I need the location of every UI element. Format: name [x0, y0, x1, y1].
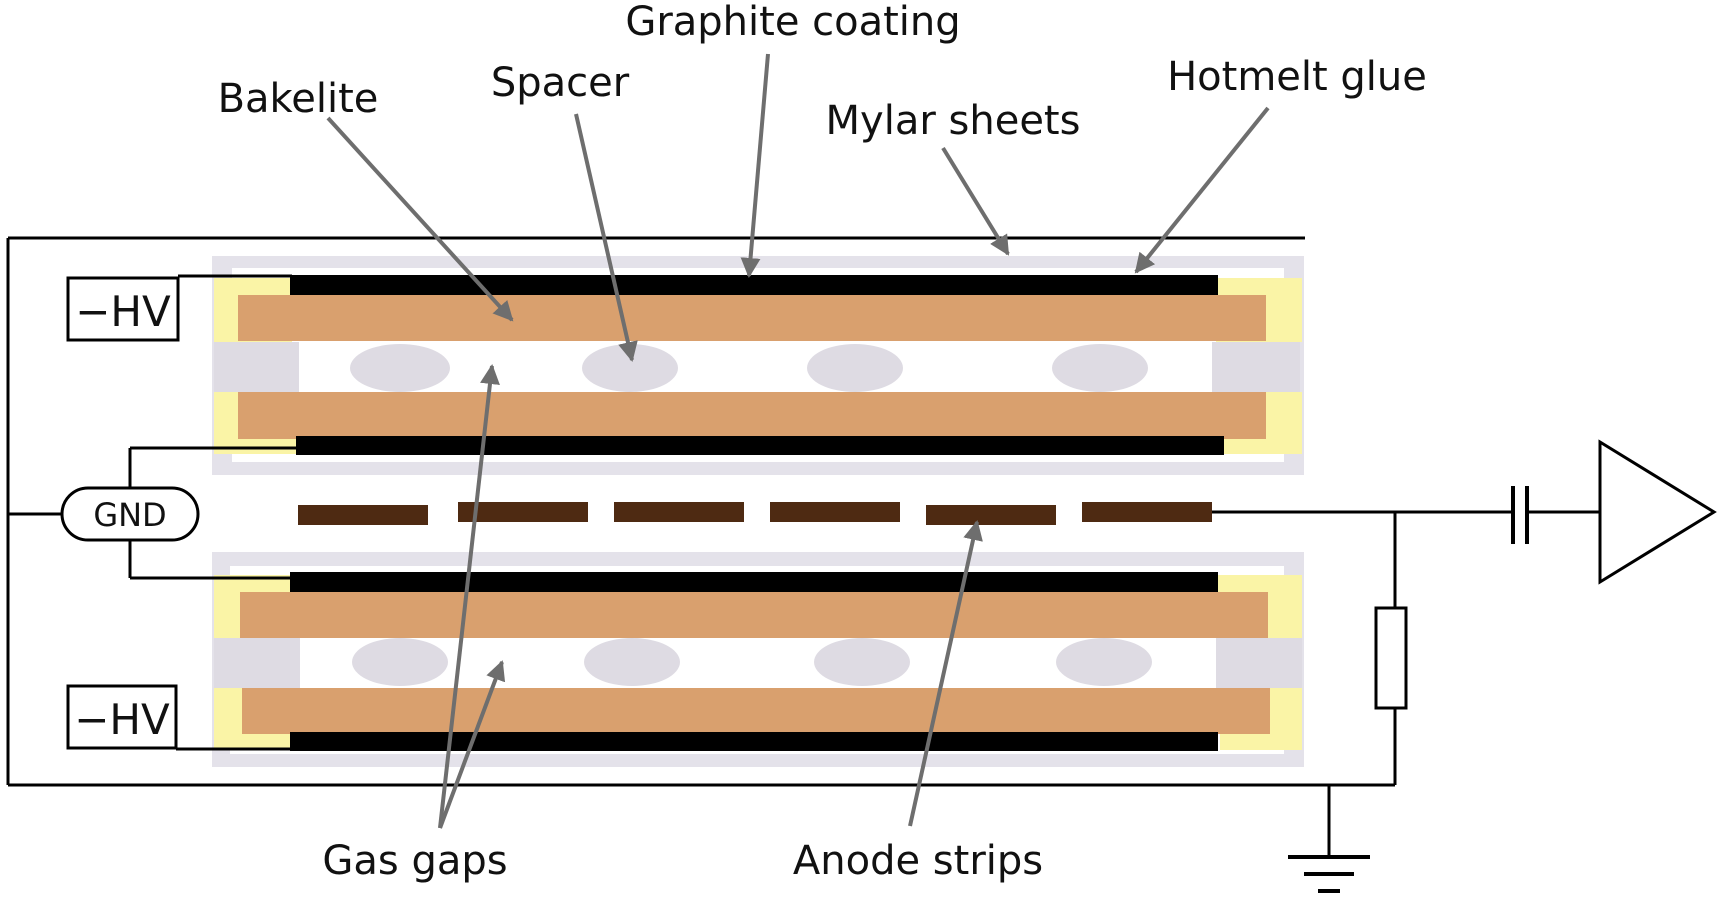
ground-icon	[1288, 785, 1370, 893]
spacer	[1056, 638, 1152, 686]
spacer	[350, 344, 450, 392]
anode-strip	[770, 502, 900, 522]
label-bakelite: Bakelite	[218, 76, 379, 122]
hv-terminal-top-label: −HV	[75, 287, 171, 336]
anode-strip	[298, 505, 428, 525]
readout-circuit	[1212, 439, 1717, 893]
edge-frame-left-bottom	[214, 638, 300, 688]
amplifier-icon	[1598, 439, 1717, 585]
bakelite-plate-top-1	[238, 295, 1266, 341]
graphite-coating-top-1	[290, 275, 1218, 297]
hv-terminal-bottom-label: −HV	[74, 695, 170, 744]
anode-strip	[1082, 502, 1212, 522]
outer-wiring	[6, 236, 1395, 787]
gnd-terminal: GND	[60, 486, 200, 542]
anode-strip	[926, 505, 1056, 525]
edge-frame-left-top	[214, 342, 299, 392]
label-mylar-sheets: Mylar sheets	[826, 98, 1081, 144]
hv-terminal-top: −HV	[66, 276, 180, 342]
graphite-coating-bottom-2	[290, 732, 1218, 751]
electrode-wiring	[128, 274, 298, 751]
callout-arrows	[326, 53, 1270, 829]
spacer	[807, 344, 903, 392]
bottom-chamber	[212, 552, 1304, 767]
spacer	[1052, 344, 1148, 392]
arrow-gas-gaps-bottom	[438, 660, 506, 829]
spacer	[584, 638, 680, 686]
arrow-hotmelt-glue	[1134, 106, 1270, 274]
bakelite-plate-bottom-1	[240, 592, 1268, 638]
spacer	[814, 638, 910, 686]
anode-strips	[298, 502, 1212, 525]
edge-frame-right-top	[1212, 342, 1300, 392]
label-spacer: Spacer	[491, 60, 630, 106]
arrow-bakelite	[326, 116, 514, 322]
edge-frame-right-bottom	[1216, 638, 1302, 688]
arrow-spacer	[574, 113, 638, 362]
hv-terminal-bottom: −HV	[66, 684, 178, 750]
resistor-icon	[1374, 606, 1408, 710]
labels: Graphite coating Bakelite Spacer Hotmelt…	[218, 0, 1427, 884]
arrow-mylar-sheets	[941, 146, 1010, 256]
label-anode-strips: Anode strips	[793, 838, 1043, 884]
label-hotmelt-glue: Hotmelt glue	[1167, 54, 1427, 100]
graphite-coating-bottom-1	[290, 572, 1218, 594]
spacer	[582, 344, 678, 392]
arrow-gas-gaps-top	[438, 364, 500, 829]
spacer	[352, 638, 448, 686]
bakelite-plate-top-2	[238, 392, 1266, 439]
gnd-terminal-label: GND	[93, 496, 166, 534]
graphite-coating-top-2	[296, 436, 1224, 455]
label-graphite-coating: Graphite coating	[625, 0, 960, 45]
label-gas-gaps: Gas gaps	[322, 838, 507, 884]
anode-strip	[458, 502, 588, 522]
top-chamber	[212, 256, 1304, 475]
arrow-graphite-coating	[740, 53, 770, 278]
bakelite-plate-bottom-2	[242, 688, 1270, 734]
arrow-anode-strips	[908, 520, 983, 827]
anode-strip	[614, 502, 744, 522]
